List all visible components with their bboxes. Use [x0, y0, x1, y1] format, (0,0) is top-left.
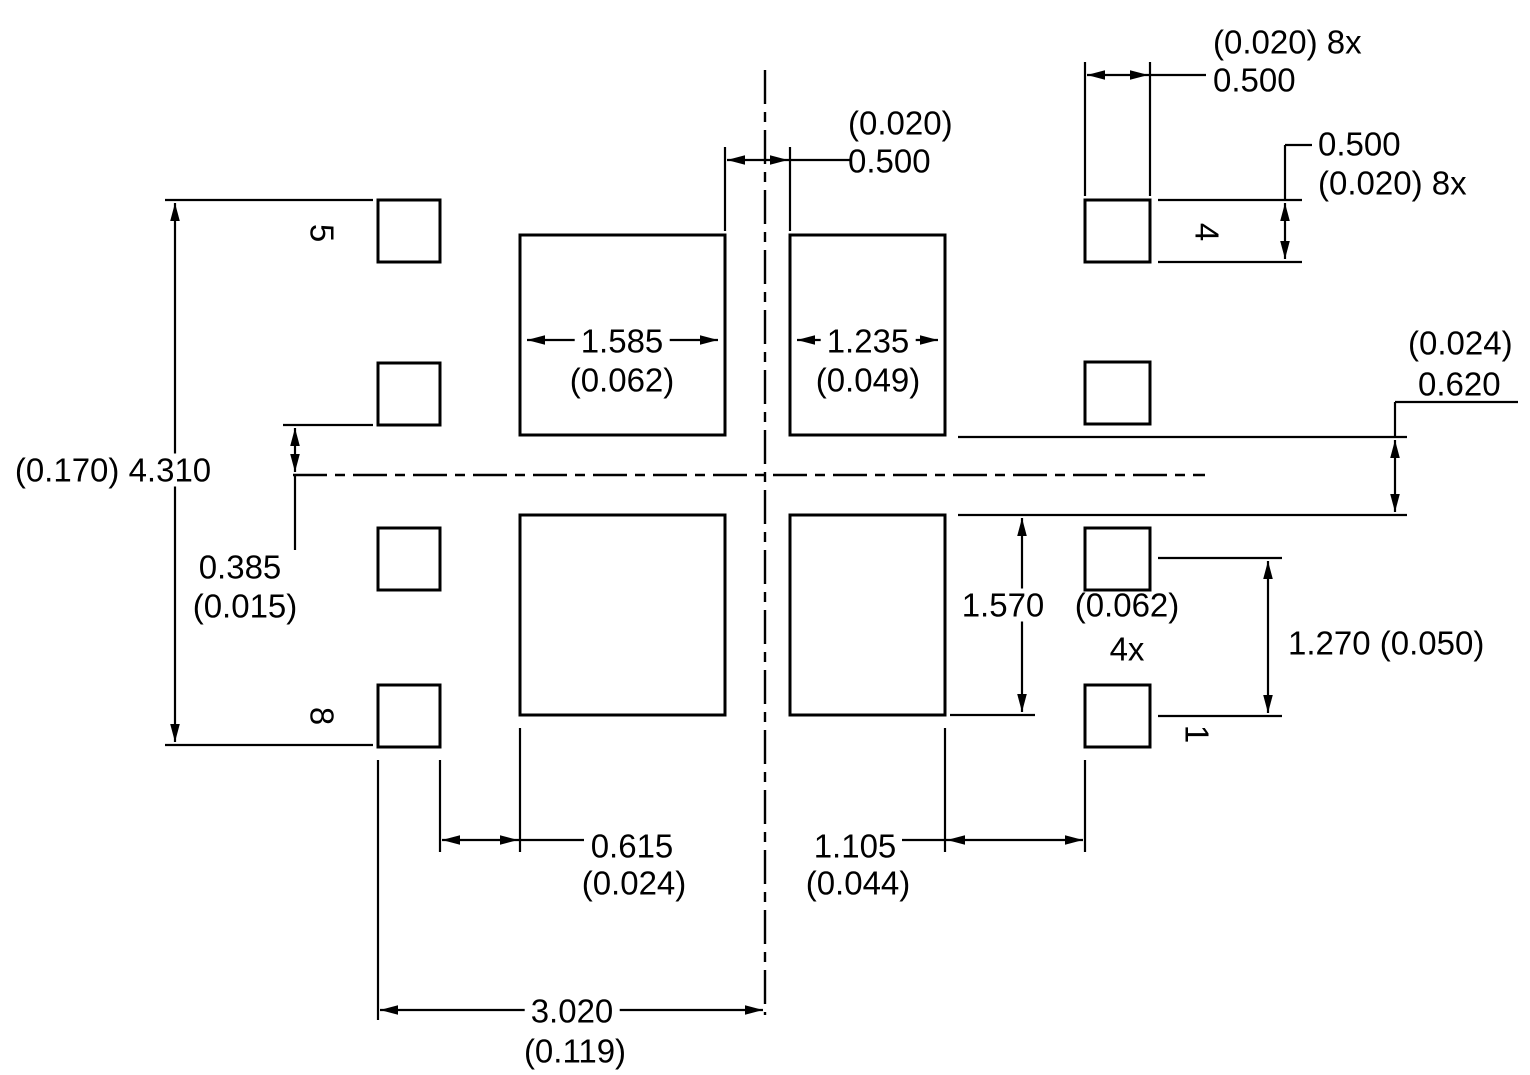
- pin-5-label: 5: [303, 223, 341, 243]
- pads: [376, 198, 1152, 749]
- dim-left-clearance-mm-label: 0.615: [590, 827, 674, 865]
- dim-pad-height-mm-label: 1.570: [955, 588, 1051, 622]
- pad-left-2: [376, 361, 442, 427]
- dim-right-clearance-in-label: (0.044): [805, 864, 911, 902]
- centerlines: [293, 70, 1205, 1015]
- pad-pin1: [1083, 683, 1152, 749]
- dim-pin4-height-in-label: (0.020) 8x: [1318, 164, 1467, 202]
- dim-right-pad-width-mm-label: 1.235: [820, 324, 916, 358]
- dim-pin4-height-mm-label: 0.500: [1318, 125, 1401, 163]
- pad-large-bottom-right: [788, 513, 947, 717]
- pad-pin4: [1083, 198, 1152, 264]
- dim-overall-width-in-label: (0.119): [523, 1032, 627, 1070]
- dim-overall-width-mm-label: 3.020: [524, 994, 620, 1028]
- pin-4-label: 4: [1188, 222, 1226, 242]
- dim-center-gap-mm-label: 0.500: [848, 142, 931, 180]
- dim-mid-gap-in-label: (0.024): [1408, 324, 1513, 362]
- dim-pad-height-qty-label: 4x: [1109, 630, 1145, 668]
- pad-large-bottom-left: [518, 513, 727, 717]
- dim-top-pad-width-in-label: (0.020) 8x: [1213, 23, 1362, 61]
- pad-left-3: [376, 526, 442, 592]
- pad-right-3: [1083, 526, 1152, 592]
- pad-pin8: [376, 683, 442, 749]
- dim-right-clearance-mm-label: 1.105: [813, 827, 897, 865]
- pad-right-2: [1083, 360, 1152, 426]
- dim-left-clearance-in-label: (0.024): [581, 864, 687, 902]
- pad-pin5: [376, 198, 442, 264]
- dim-top-pad-width-mm-label: 0.500: [1213, 61, 1296, 99]
- dim-right-pad-width-in-label: (0.049): [809, 363, 927, 397]
- dim-overall-height-label: (0.170) 4.310: [8, 453, 218, 487]
- dim-offset-mm-label: 0.385: [198, 548, 282, 586]
- extension-lines: [165, 62, 1407, 1020]
- dim-mid-gap-mm-label: 0.620: [1418, 365, 1501, 403]
- pin-8-label: 8: [303, 706, 341, 726]
- dim-right-pitch-label: 1.270 (0.050): [1288, 624, 1485, 662]
- dim-left-pad-width-mm-label: 1.585: [574, 324, 670, 358]
- dim-pad-height-in-label: (0.062): [1074, 586, 1180, 624]
- dim-left-pad-width-in-label: (0.062): [563, 363, 681, 397]
- pin-1-label: 1: [1178, 724, 1216, 744]
- dim-center-gap-in-label: (0.020): [848, 104, 953, 142]
- dim-offset-in-label: (0.015): [192, 587, 298, 625]
